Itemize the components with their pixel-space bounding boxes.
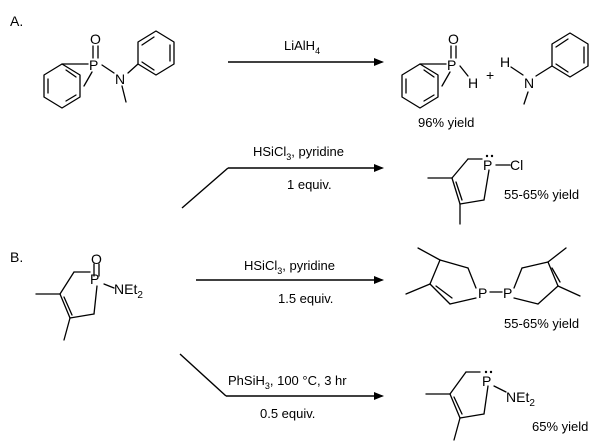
yield-1: 96% yield (418, 115, 474, 130)
atom-phosphorus-cl: P (483, 157, 492, 173)
atom-phosphorus-b: P (90, 271, 99, 287)
atom-phosphorus: P (89, 57, 98, 73)
atom-phosphorus-amino: P (482, 373, 491, 389)
section-label-b: B. (10, 249, 23, 265)
reactant-phospholene-oxide: P O NEt2 (35, 251, 143, 341)
reaction-arrow-1 (228, 58, 384, 66)
reaction-arrow-4 (226, 392, 384, 400)
atom-net2-b: NEt2 (114, 281, 143, 301)
section-label-a: A. (10, 13, 23, 29)
reagent-3-label: HSiCl3, pyridine (244, 258, 335, 276)
product-biphospholene: P P (405, 247, 581, 305)
yield-3: 55-65% yield (504, 316, 579, 331)
phenyl-ring-right (137, 30, 175, 76)
product-chlorophospholene: P Cl (427, 154, 523, 225)
atom-phosphorus-right: P (503, 285, 512, 301)
amount-2: 1 equiv. (287, 177, 332, 192)
reactant-phosphinamide: P O N (43, 30, 175, 109)
phenyl-ring-aniline (551, 32, 589, 78)
atom-oxygen-b: O (91, 251, 102, 267)
amount-4: 0.5 equiv. (260, 406, 315, 421)
reagent-4-label: PhSiH3, 100 °C, 3 hr (228, 373, 347, 391)
atom-hydrogen-p: H (468, 75, 478, 91)
branch-line-2 (179, 353, 227, 397)
atom-nitrogen: N (115, 71, 125, 87)
product-phosphine-oxide: P O H (401, 31, 478, 109)
amount-3: 1.5 equiv. (278, 291, 333, 306)
atom-net2-product: NEt2 (506, 389, 535, 409)
phenyl-ring-left (43, 63, 81, 109)
plus-sign: + (486, 67, 494, 83)
atom-phosphorus-left: P (478, 285, 487, 301)
atom-hydrogen-n: H (500, 54, 510, 70)
atom-chlorine: Cl (510, 157, 523, 173)
atom-oxygen: O (90, 31, 101, 47)
reagent-2-label: HSiCl3, pyridine (253, 144, 344, 162)
product-n-methylaniline: H N (500, 32, 589, 105)
atom-nitrogen-product: N (524, 75, 534, 91)
yield-2: 55-65% yield (504, 187, 579, 202)
phenyl-ring-product (401, 63, 439, 109)
atom-oxygen-product: O (448, 31, 459, 47)
reagent-1-label: LiAlH4 (284, 38, 320, 56)
product-aminophospholene: P NEt2 (425, 370, 535, 441)
reaction-arrow-3 (196, 276, 384, 284)
yield-4: 65% yield (532, 419, 588, 434)
reaction-arrow-2 (228, 164, 384, 172)
branch-line-1 (181, 167, 229, 209)
atom-phosphorus-product: P (447, 57, 456, 73)
